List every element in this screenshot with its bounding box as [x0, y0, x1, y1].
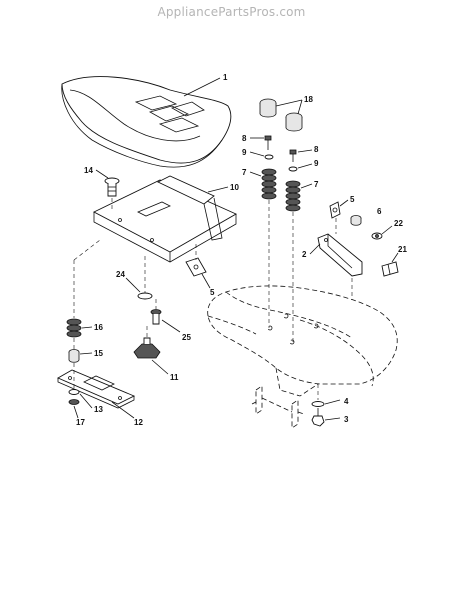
callout-1: 1 [223, 73, 228, 82]
callout-22: 22 [394, 219, 403, 228]
callout-18: 18 [304, 95, 313, 104]
washer-24 [137, 292, 153, 300]
adjustment-plate [56, 369, 136, 409]
hex-bolt [311, 408, 325, 427]
callout-15: 15 [94, 349, 103, 358]
lower-mount-bracket [251, 385, 305, 429]
callout-8b: 8 [314, 145, 319, 154]
spring-left [261, 168, 277, 200]
callout-14: 14 [84, 166, 93, 175]
seat-cushion [61, 76, 232, 168]
callout-9b: 9 [314, 159, 319, 168]
bushing [68, 349, 80, 363]
callout-13: 13 [94, 405, 103, 414]
spring-right [285, 180, 301, 212]
flange-nut [371, 232, 383, 240]
seat-grip-pads [134, 95, 205, 133]
bolt-left [264, 135, 272, 150]
lock-washer [68, 389, 80, 395]
callout-21: 21 [398, 245, 407, 254]
carriage-bolt [104, 177, 120, 197]
callout-3: 3 [344, 415, 349, 424]
rubber-bumper [66, 318, 82, 338]
callout-17: 17 [76, 418, 85, 427]
callout-24: 24 [116, 270, 125, 279]
tractor-body [207, 285, 398, 397]
callout-2: 2 [302, 250, 307, 259]
callout-7b: 7 [314, 180, 319, 189]
callout-5a: 5 [350, 195, 355, 204]
washer-right [288, 166, 298, 172]
bolt-right [289, 149, 297, 162]
pivot-bracket [317, 233, 363, 277]
callout-10: 10 [230, 183, 239, 192]
seat-pan [93, 175, 237, 263]
callout-4: 4 [344, 397, 349, 406]
watermark: AppliancePartsPros.com [157, 5, 306, 19]
washer-left [264, 154, 274, 160]
callout-6: 6 [377, 207, 382, 216]
shoulder-bolt [381, 261, 399, 277]
callout-12: 12 [134, 418, 143, 427]
nut-upper [350, 215, 362, 226]
callout-9a: 9 [242, 148, 247, 157]
washer-4 [311, 401, 325, 407]
callout-16: 16 [94, 323, 103, 332]
callout-8a: 8 [242, 134, 247, 143]
callout-7a: 7 [242, 168, 247, 177]
callout-25: 25 [182, 333, 191, 342]
callout-11: 11 [170, 373, 179, 382]
spacer-left [259, 98, 277, 118]
clevis-pin [150, 309, 162, 325]
callout-5b: 5 [210, 288, 215, 297]
callout-labels: 1 18 8 8 9 9 7 7 14 10 5 6 22 2 21 24 5 … [76, 73, 407, 427]
adjustment-knob [133, 337, 161, 359]
spacer-right [285, 112, 303, 132]
hinge-bracket-lower [185, 257, 207, 277]
hex-nut [68, 399, 80, 405]
hinge-bracket-upper [329, 201, 341, 219]
